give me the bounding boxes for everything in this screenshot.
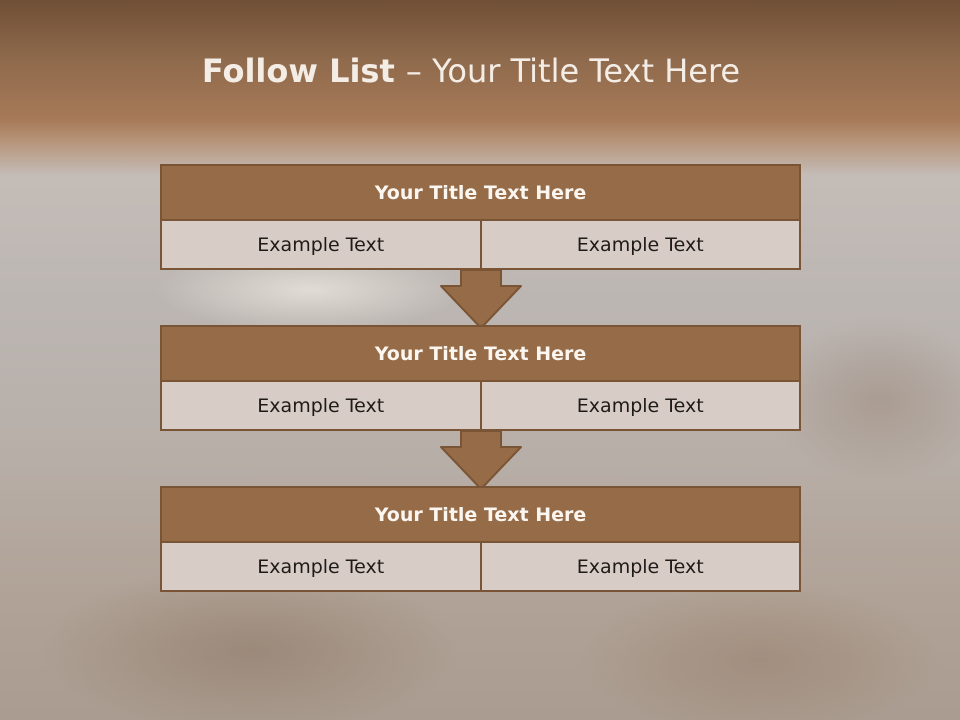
step-cell-right: Example Text [481,543,801,592]
step-block-2: Your Title Text Here Example Text Exampl… [160,325,801,431]
slide-title-rest: – Your Title Text Here [405,52,741,90]
slide-title: Follow List – Your Title Text Here [0,52,942,90]
step-heading: Your Title Text Here [160,164,801,221]
step-row: Example Text Example Text [160,382,801,431]
down-arrow-icon [440,431,522,490]
step-cell-left: Example Text [160,543,482,592]
step-block-1: Your Title Text Here Example Text Exampl… [160,164,801,270]
step-block-3: Your Title Text Here Example Text Exampl… [160,486,801,592]
step-cell-right: Example Text [481,221,801,270]
down-arrow-icon [440,270,522,329]
step-heading: Your Title Text Here [160,486,801,543]
step-row: Example Text Example Text [160,221,801,270]
step-row: Example Text Example Text [160,543,801,592]
step-cell-left: Example Text [160,221,482,270]
step-heading: Your Title Text Here [160,325,801,382]
step-cell-left: Example Text [160,382,482,431]
slide-title-bold: Follow List [201,52,406,90]
step-cell-right: Example Text [481,382,801,431]
